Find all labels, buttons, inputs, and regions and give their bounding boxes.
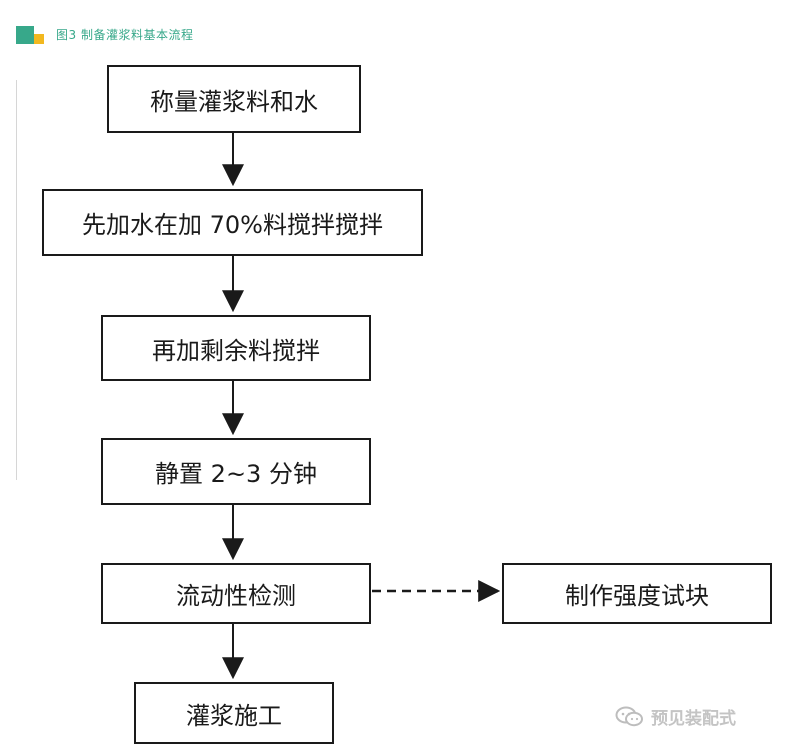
wechat-icon <box>615 706 643 726</box>
caption-squares-icon <box>16 26 44 46</box>
step-add-water-and-mix: 先加水在加 70%料搅拌搅拌 <box>42 189 423 256</box>
step-fluidity-test: 流动性检测 <box>101 563 371 624</box>
side-step-strength-specimen: 制作强度试块 <box>502 563 772 624</box>
step-grouting: 灌浆施工 <box>134 682 334 744</box>
watermark: 预见装配式 <box>615 704 736 729</box>
step-add-remaining-and-mix: 再加剩余料搅拌 <box>101 315 371 381</box>
caption-text: 图3 制备灌浆料基本流程 <box>56 28 194 42</box>
step-weigh-materials: 称量灌浆料和水 <box>107 65 361 133</box>
step-rest: 静置 2~3 分钟 <box>101 438 371 505</box>
watermark-text: 预见装配式 <box>651 709 736 729</box>
left-divider <box>16 80 17 480</box>
